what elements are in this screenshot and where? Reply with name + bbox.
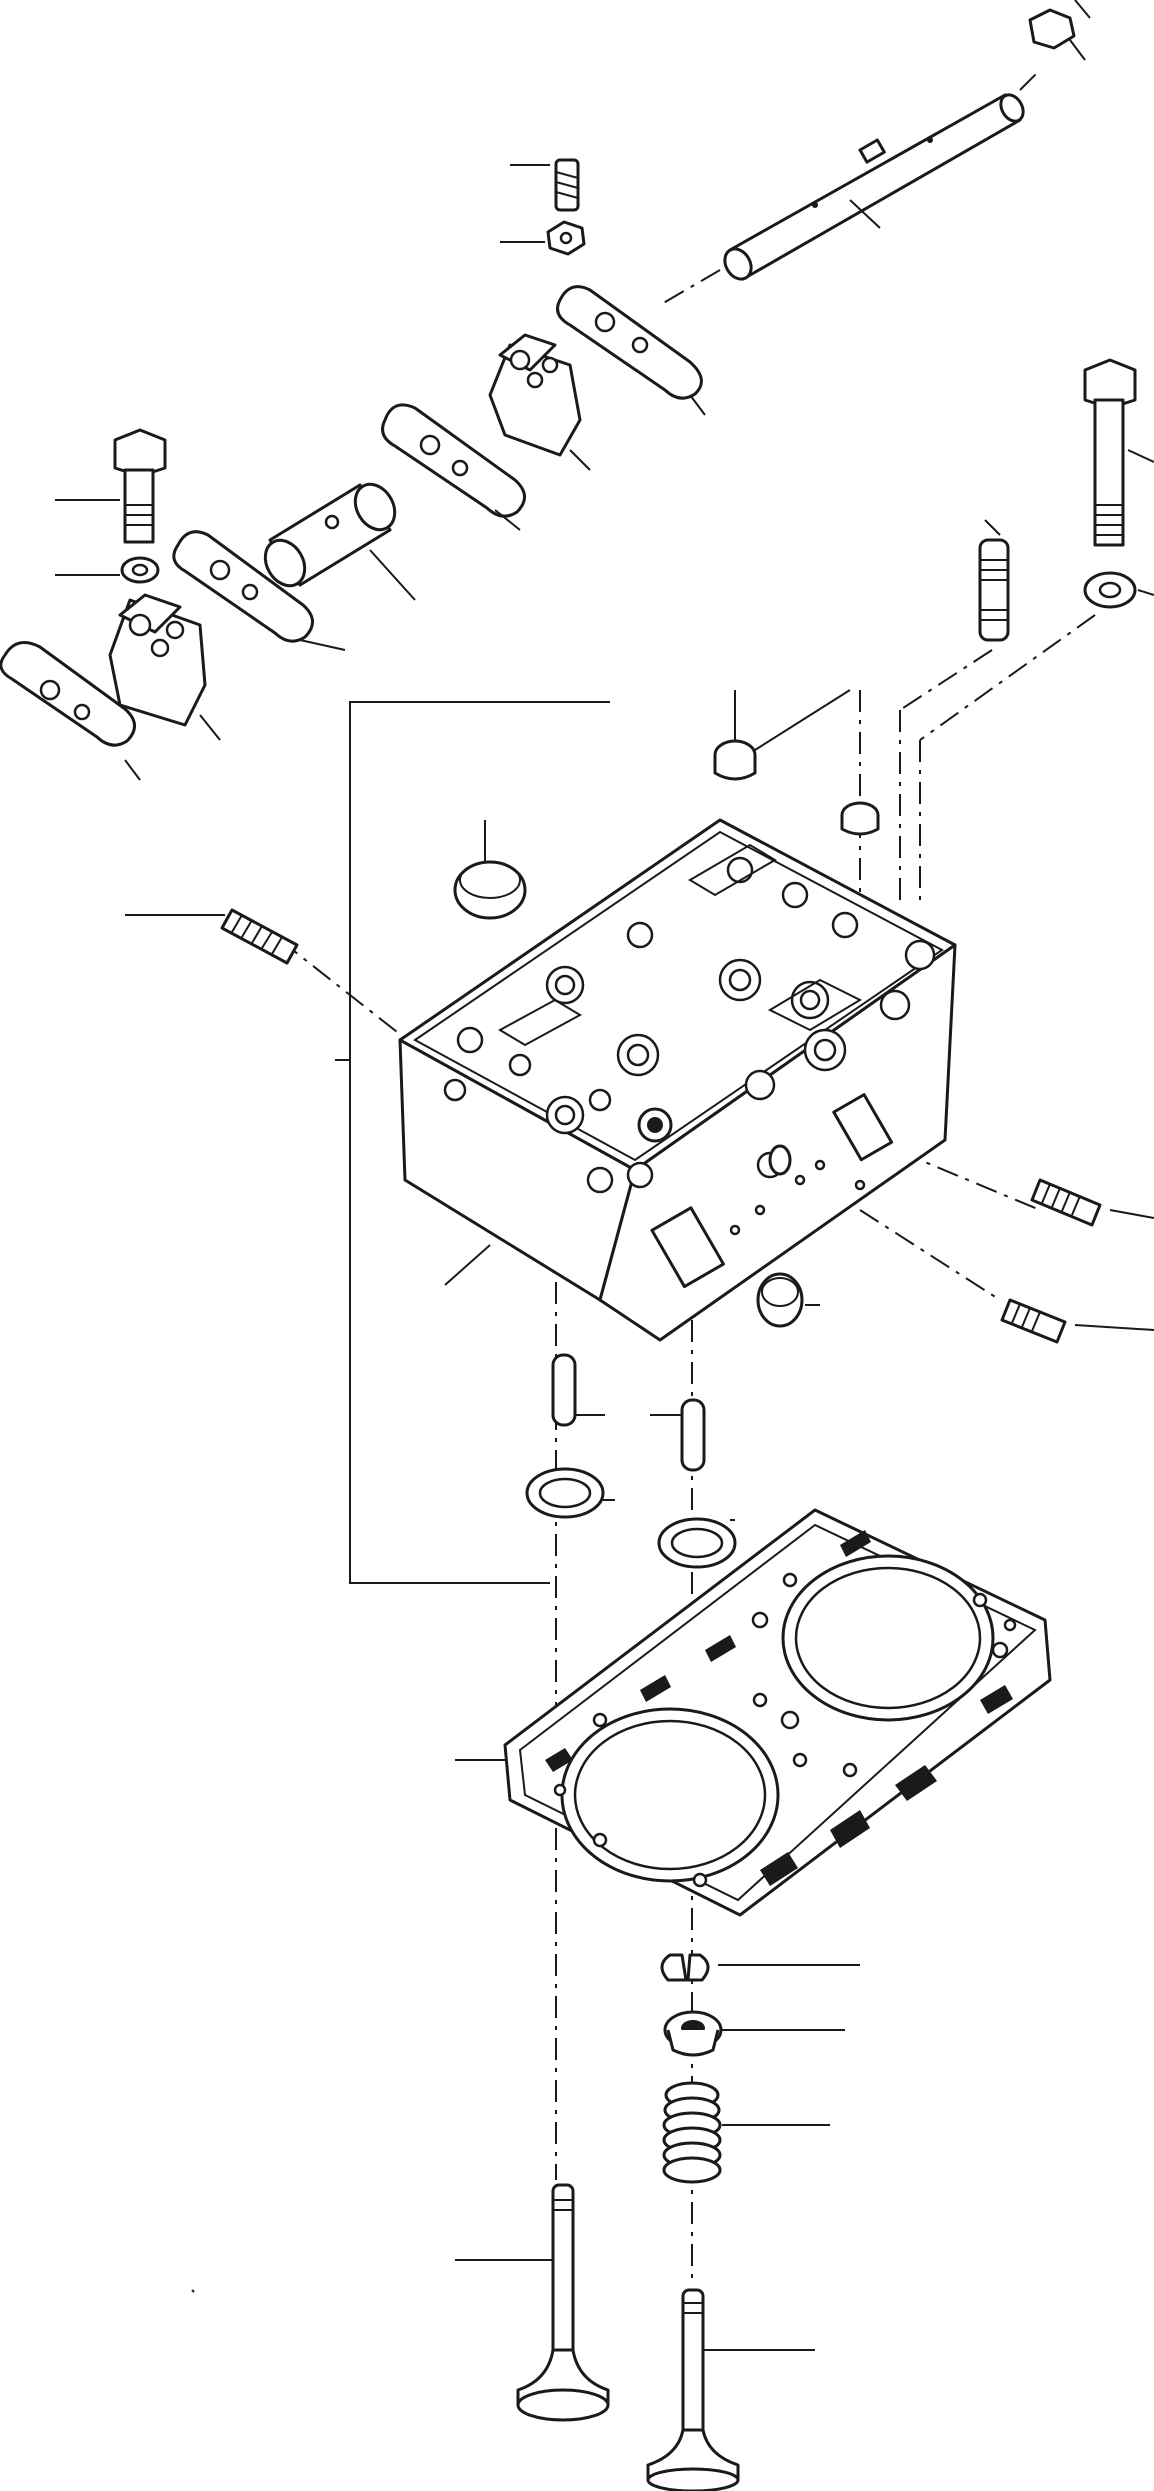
- washer: [55, 556, 160, 584]
- valve-seat-insert-right: [657, 1517, 737, 1569]
- valve-spring: [662, 2081, 830, 2184]
- valve-stem-seal-upper: [713, 689, 851, 781]
- head-bolt-washer: [1083, 571, 1154, 609]
- intake-valve: [455, 2183, 610, 2422]
- rocker-arm-middle: [381, 403, 526, 531]
- lock-nut: [500, 220, 586, 256]
- end-plug: [1028, 0, 1091, 61]
- rocker-bracket-lower: [108, 593, 221, 741]
- valve-cotter: [660, 1953, 860, 1982]
- head-gasket: [455, 1508, 1052, 1917]
- adjusting-screw: [510, 158, 580, 212]
- rocker-bracket-upper: [488, 333, 591, 471]
- rocker-shaft: [659, 69, 1041, 306]
- valve-stem-seal-upper-2: [840, 801, 880, 836]
- stud-head-right-2: [1000, 1298, 1154, 1344]
- cylinder-head: [398, 818, 957, 1342]
- stud-head-right-1: [1030, 1178, 1154, 1227]
- expansion-plug-top: [453, 820, 527, 920]
- valve-guide-right: [650, 1398, 706, 1472]
- rocker-arm-lower: [0, 641, 141, 781]
- bolt: [55, 428, 167, 544]
- spacer-sleeve: [263, 482, 416, 601]
- valve-guide-left: [551, 1353, 605, 1427]
- valve-seat-insert-left: [525, 1467, 615, 1519]
- stud-right: [978, 519, 1010, 642]
- stud-left: [125, 908, 299, 965]
- rocker-arm-mid-left: [172, 530, 346, 651]
- spring-retainer: [663, 2010, 845, 2057]
- head-bolt-right: [1083, 358, 1154, 547]
- expansion-plug-front: [756, 1272, 820, 1328]
- exhaust-valve: [646, 2288, 815, 2491]
- rocker-arm-upper: [556, 285, 706, 416]
